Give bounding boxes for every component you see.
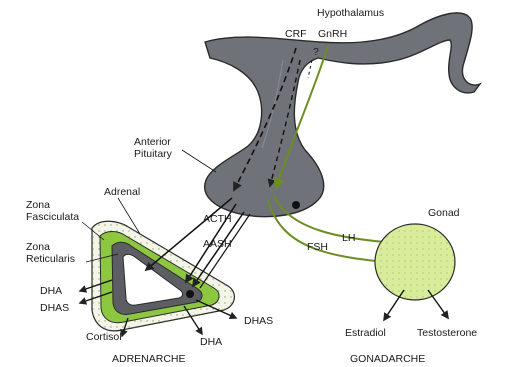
adrenal-label: Adrenal <box>104 186 140 198</box>
aash-label: AASH <box>203 238 232 250</box>
dhas-left-label: DHAS <box>40 302 69 314</box>
aash-arrow-parallel <box>200 214 250 288</box>
gonad-label: Gonad <box>428 207 460 219</box>
zona-fasciculata-label-line1: Zona <box>26 199 50 211</box>
gonadarche-caption: GONADARCHE <box>350 353 425 365</box>
anterior-pituitary-label-line1: Anterior <box>134 136 171 148</box>
acth-label: ACTH <box>203 213 232 225</box>
adrenal-dot <box>186 290 194 298</box>
zona-reticularis-label-line2: Reticularis <box>26 253 75 265</box>
zona-reticularis-label-line1: Zona <box>26 241 50 253</box>
estradiol-label: Estradiol <box>345 327 386 339</box>
fsh-label: FSH <box>307 241 328 253</box>
hypothalamus-shape <box>205 13 480 217</box>
testosterone-label: Testosterone <box>417 327 477 339</box>
gonad-texture <box>375 224 455 300</box>
pituitary-leader <box>182 150 216 172</box>
adrenarche-caption: ADRENARCHE <box>112 353 186 365</box>
pituitary-dot <box>292 201 300 209</box>
dhas-right-label: DHAS <box>244 315 273 327</box>
zona-fasciculata-label-line2: Fasciculata <box>26 211 79 223</box>
anterior-pituitary-label-line2: Pituitary <box>134 148 173 160</box>
lh-label: LH <box>342 232 355 244</box>
crf-label: CRF <box>285 28 307 40</box>
dha-bottom-label: DHA <box>200 336 222 348</box>
gnrh-label: GnRH <box>318 28 347 40</box>
dha-left-label: DHA <box>40 285 62 297</box>
testosterone-arrow <box>428 290 448 318</box>
question-label: ? <box>313 46 319 58</box>
cortisol-label: Cortisol <box>86 331 122 343</box>
hypothalamus-label: Hypothalamus <box>317 7 384 19</box>
